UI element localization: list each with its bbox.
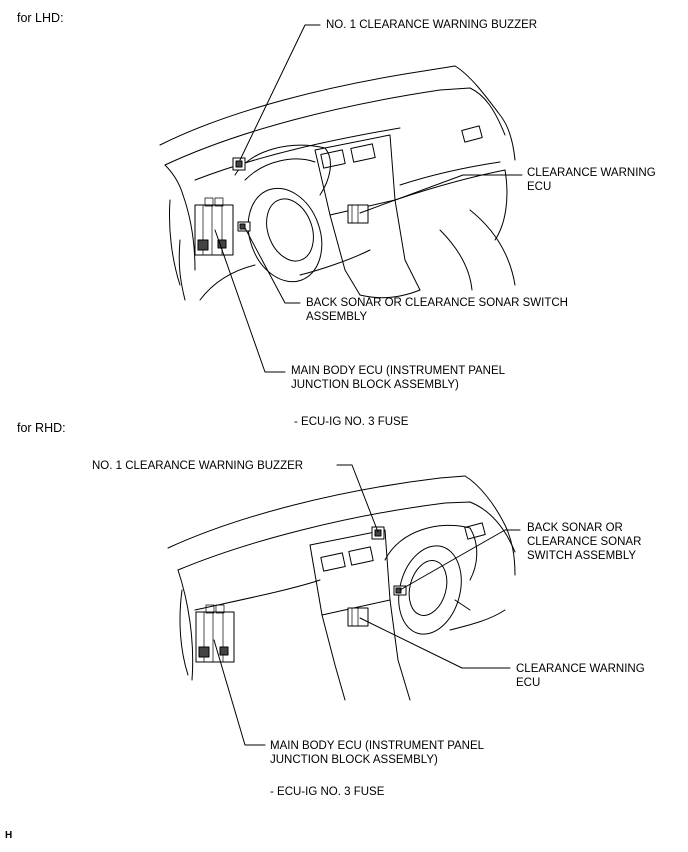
- lhd-ecu-leader: [359, 174, 523, 214]
- lhd-mainecu-leader: [214, 229, 286, 373]
- rhd-ecu-label-line1: CLEARANCE WARNING: [516, 663, 645, 675]
- rhd-switch-leader: [399, 529, 521, 591]
- lhd-main-ecu-line2: JUNCTION BLOCK ASSEMBLY): [291, 379, 459, 391]
- rhd-mainecu-leader: [213, 639, 266, 746]
- lhd-buzzer-label: NO. 1 CLEARANCE WARNING BUZZER: [326, 19, 538, 31]
- lhd-fuse-label: - ECU-IG NO. 3 FUSE: [294, 416, 409, 428]
- lhd-ecu-label-line2: ECU: [527, 181, 552, 193]
- figure-code: H: [5, 830, 13, 841]
- rhd-ecu-leader: [359, 617, 511, 669]
- rhd-section-label: for RHD:: [17, 421, 66, 435]
- lhd-ecu-label-line1: CLEARANCE WARNING: [527, 167, 656, 179]
- lhd-ecu-label: CLEARANCE WARNING ECU: [527, 166, 656, 194]
- lhd-main-ecu-label: MAIN BODY ECU (INSTRUMENT PANEL JUNCTION…: [291, 364, 505, 392]
- rhd-switch-label: BACK SONAR OR CLEARANCE SONAR SWITCH ASS…: [527, 521, 641, 563]
- rhd-main-ecu-line1: MAIN BODY ECU (INSTRUMENT PANEL: [270, 740, 485, 752]
- rhd-fuse-label: - ECU-IG NO. 3 FUSE: [270, 786, 385, 798]
- lhd-switch-label: BACK SONAR OR CLEARANCE SONAR SWITCH ASS…: [306, 296, 568, 324]
- rhd-switch-label-line1: BACK SONAR OR: [527, 522, 623, 534]
- lhd-switch-leader: [244, 227, 301, 304]
- rhd-main-ecu-label: MAIN BODY ECU (INSTRUMENT PANEL JUNCTION…: [270, 739, 484, 767]
- lhd-switch-label-line1: BACK SONAR OR CLEARANCE SONAR SWITCH: [306, 297, 568, 309]
- lhd-dashboard-illustration: [159, 24, 523, 373]
- lhd-section-label: for LHD:: [17, 11, 64, 25]
- lhd-buzzer-leader: [239, 24, 321, 161]
- rhd-ecu-label: CLEARANCE WARNING ECU: [516, 662, 645, 690]
- rhd-buzzer-label: NO. 1 CLEARANCE WARNING BUZZER: [92, 460, 304, 472]
- lhd-switch-label-line2: ASSEMBLY: [306, 311, 368, 323]
- rhd-dashboard-illustration: [167, 464, 521, 746]
- rhd-switch-label-line2: CLEARANCE SONAR: [527, 536, 642, 548]
- rhd-switch-label-line3: SWITCH ASSEMBLY: [527, 550, 637, 562]
- rhd-buzzer-leader: [336, 464, 379, 533]
- lhd-main-ecu-line1: MAIN BODY ECU (INSTRUMENT PANEL: [291, 365, 506, 377]
- rhd-ecu-label-line2: ECU: [516, 677, 541, 689]
- rhd-main-ecu-line2: JUNCTION BLOCK ASSEMBLY): [270, 754, 438, 766]
